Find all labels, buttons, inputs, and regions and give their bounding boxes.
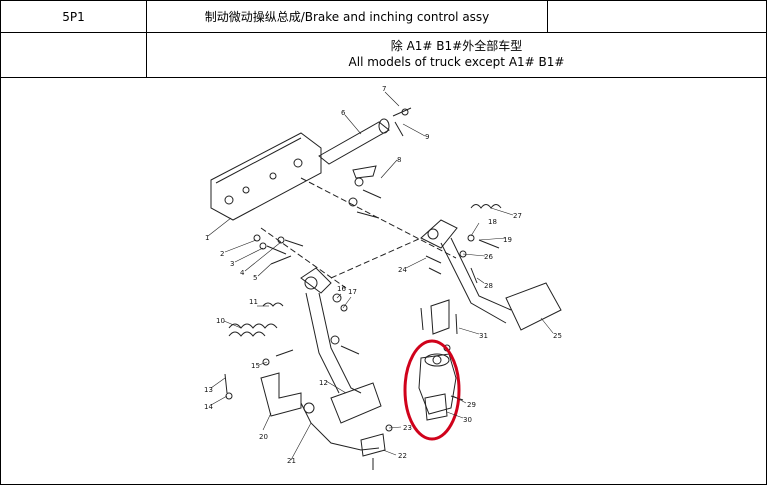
applicability-row: 除 A1# B1#外全部车型 All models of truck excep… — [1, 33, 766, 78]
highlight-ellipse — [403, 339, 461, 441]
applicability-en: All models of truck except A1# B1# — [348, 55, 565, 69]
callout-2: 2 — [220, 250, 224, 258]
callout-30: 30 — [463, 416, 472, 424]
callout-16: 16 — [337, 285, 346, 293]
header-blank-cell — [548, 1, 766, 32]
callout-21: 21 — [287, 457, 296, 465]
callout-1: 1 — [205, 234, 209, 242]
callout-10: 10 — [216, 317, 225, 325]
diagram-svg: 1 2 3 4 5 6 7 8 9 10 11 12 13 14 15 16 1… — [204, 85, 562, 470]
applicability-cell: 除 A1# B1#外全部车型 All models of truck excep… — [147, 33, 766, 77]
callout-5: 5 — [253, 274, 257, 282]
callout-18: 18 — [488, 218, 497, 226]
group-code: 5P1 — [1, 1, 147, 32]
callout-3: 3 — [230, 260, 234, 268]
applicability-cn: 除 A1# B1#外全部车型 — [390, 39, 523, 53]
callout-20: 20 — [259, 433, 268, 441]
callout-22: 22 — [398, 452, 407, 460]
exploded-diagram: 1 2 3 4 5 6 7 8 9 10 11 12 13 14 15 16 1… — [1, 78, 766, 484]
callout-19: 19 — [503, 236, 512, 244]
callout-15: 15 — [251, 362, 260, 370]
callout-12: 12 — [319, 379, 328, 387]
callout-17: 17 — [348, 288, 357, 296]
callout-8: 8 — [397, 156, 401, 164]
callout-23: 23 — [403, 424, 412, 432]
callout-7: 7 — [382, 85, 386, 93]
callout-24: 24 — [398, 266, 407, 274]
callout-13: 13 — [204, 386, 213, 394]
callout-25: 25 — [553, 332, 562, 340]
callout-28: 28 — [484, 282, 493, 290]
callout-29: 29 — [467, 401, 476, 409]
assembly-title: 制动微动操纵总成/Brake and inching control assy — [147, 1, 548, 32]
callout-27: 27 — [513, 212, 522, 220]
callout-11: 11 — [249, 298, 258, 306]
callout-14: 14 — [204, 403, 213, 411]
callout-6: 6 — [341, 109, 346, 117]
callout-31: 31 — [479, 332, 488, 340]
applicability-blank-cell — [1, 33, 147, 77]
callout-9: 9 — [425, 133, 429, 141]
header-row: 5P1 制动微动操纵总成/Brake and inching control a… — [1, 1, 766, 33]
callout-26: 26 — [484, 253, 493, 261]
callout-4: 4 — [240, 269, 245, 277]
